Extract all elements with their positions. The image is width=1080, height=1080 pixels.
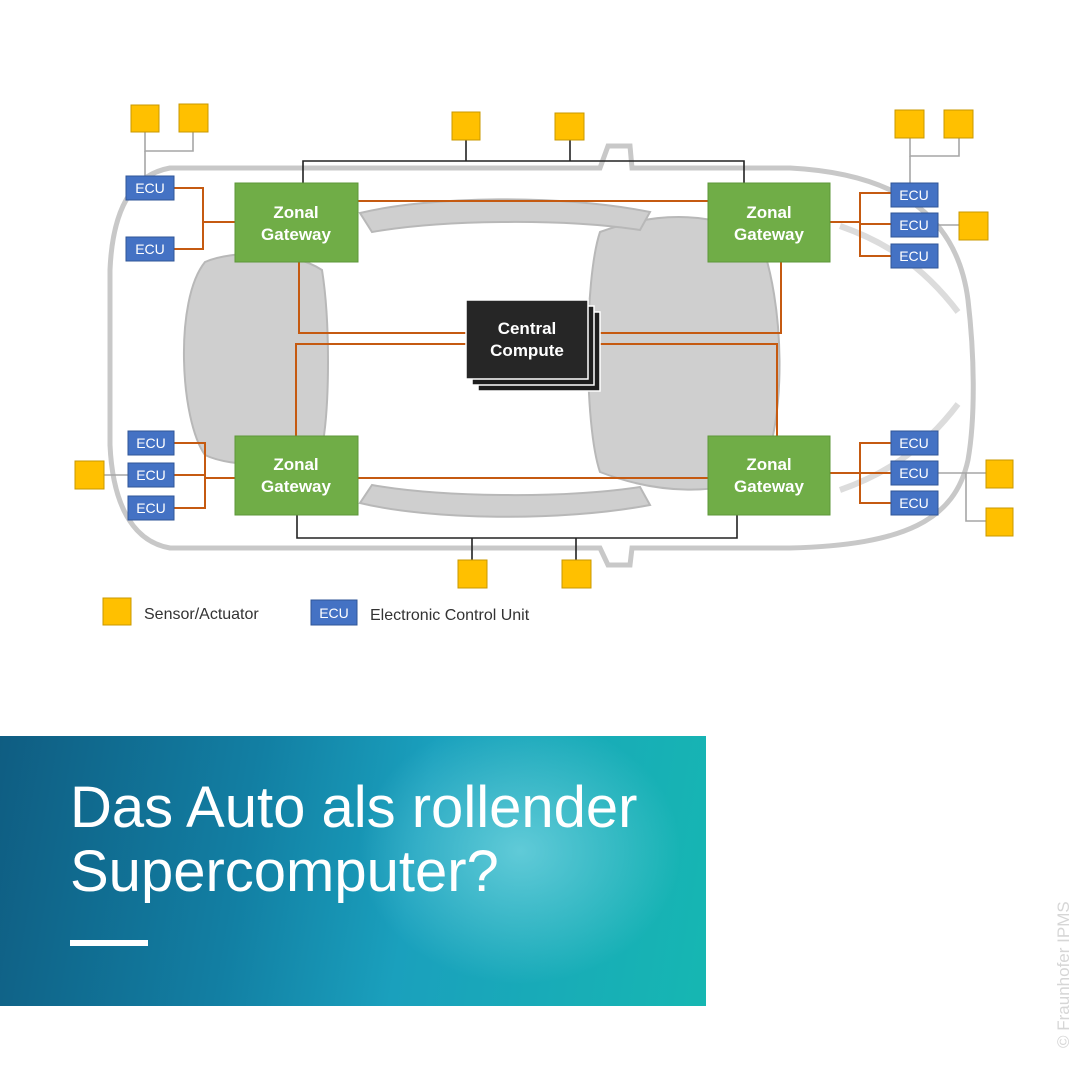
car-headlight-bottom [839,402,961,493]
ecu-box: ECU [127,495,175,521]
legend-sensor-label: Sensor/Actuator [144,606,259,623]
car-right-side-window [358,483,652,518]
sensor-square [457,559,488,589]
gateway-label-line1: Zonal [273,455,318,474]
sensor-square [985,459,1014,489]
sensor-square [894,109,925,139]
sensor-actuators [74,103,1014,589]
ecu-label: ECU [136,467,166,483]
sensor-square [561,559,592,589]
gateway-label-line1: Zonal [273,203,318,222]
car-headlight-top [839,223,961,314]
ecu-box: ECU [127,462,175,488]
ecu-label: ECU [135,241,165,257]
ecu-box: ECU [890,243,939,269]
zonal-architecture-diagram: Zonal Gateway Zonal Gateway Zonal Gatewa… [74,103,1014,626]
ecu-box: ECU [125,175,175,201]
ecu-box: ECU [890,212,939,238]
sensor-square [74,460,105,490]
ecu-box: ECU [890,460,939,486]
sensor-ecu-connectors [104,132,986,522]
central-compute: Central Compute [465,299,601,392]
legend-sensor-swatch [102,597,132,626]
banner-underline [70,940,148,946]
ecu-group-rear-left: ECU ECU ECU [127,430,175,521]
gateway-label-line1: Zonal [746,203,791,222]
sensor-square [451,111,481,141]
banner-title: Das Auto als rollender Supercomputer? [70,775,638,904]
title-banner: Das Auto als rollender Supercomputer? [0,736,706,1006]
ecu-label: ECU [899,187,929,203]
central-label-line2: Compute [490,341,564,360]
ecu-group-rear-right: ECU ECU ECU [890,430,939,516]
zonal-gateway-rear-left: Zonal Gateway [234,435,359,516]
gateway-label-line2: Gateway [261,225,331,244]
ecu-box: ECU [890,182,939,208]
legend-ecu-swatch [310,599,358,626]
legend-ecu-badge: ECU [319,605,349,621]
car-rear-window [182,252,329,465]
gateway-label-line2: Gateway [261,477,331,496]
gateway-connections [174,187,891,509]
copyright-text: © Fraunhofer IPMS [1054,901,1073,1048]
gateway-label-line2: Gateway [734,477,804,496]
sensor-wiring [296,140,745,560]
car-silhouette [107,143,976,568]
ecu-label: ECU [135,180,165,196]
legend: Sensor/Actuator ECU Electronic Control U… [102,597,530,626]
zonal-gateway-front-right: Zonal Gateway [707,182,831,263]
ecu-label: ECU [899,495,929,511]
ecu-box: ECU [125,236,175,262]
zonal-gateway-rear-right: Zonal Gateway [707,435,831,516]
sensor-square [958,211,989,241]
car-left-side-window [358,198,652,234]
central-label-line1: Central [498,319,557,338]
ecu-label: ECU [899,248,929,264]
gateway-label-line1: Zonal [746,455,791,474]
ecu-label: ECU [136,500,166,516]
ecu-label: ECU [899,217,929,233]
ecu-label: ECU [136,435,166,451]
ecu-box: ECU [127,430,175,456]
gateway-label-line2: Gateway [734,225,804,244]
zonal-gateway-front-left: Zonal Gateway [234,182,359,263]
sensor-square [985,507,1014,537]
legend-ecu-label: Electronic Control Unit [370,607,530,624]
sensor-square [943,109,974,139]
sensor-square [554,112,585,141]
ecu-label: ECU [899,465,929,481]
ecu-group-front-left: ECU ECU [125,175,175,262]
sensor-square [178,103,209,133]
ecu-box: ECU [890,430,939,456]
ecu-box: ECU [890,490,939,516]
sensor-square [130,104,160,133]
ecu-group-front-right: ECU ECU ECU [890,182,939,269]
ecu-label: ECU [899,435,929,451]
